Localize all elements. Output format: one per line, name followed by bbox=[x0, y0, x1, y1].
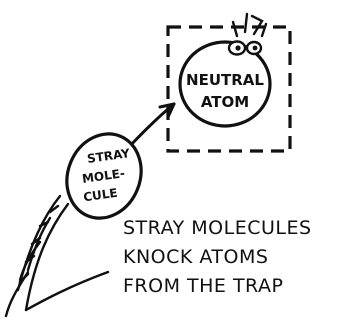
impact-arrow bbox=[128, 104, 174, 148]
caption-line2: KNOCK ATOMS bbox=[123, 246, 268, 268]
atom-label-line2: ATOM bbox=[201, 93, 249, 111]
caption: STRAY MOLECULES KNOCK ATOMS FROM THE TRA… bbox=[123, 217, 312, 297]
alarm-lines-icon bbox=[233, 14, 266, 36]
neutral-atom: NEUTRAL ATOM bbox=[180, 14, 270, 126]
caption-line3: FROM THE TRAP bbox=[123, 275, 283, 297]
atom-label-line1: NEUTRAL bbox=[186, 71, 264, 89]
caption-line1: STRAY MOLECULES bbox=[123, 217, 312, 239]
